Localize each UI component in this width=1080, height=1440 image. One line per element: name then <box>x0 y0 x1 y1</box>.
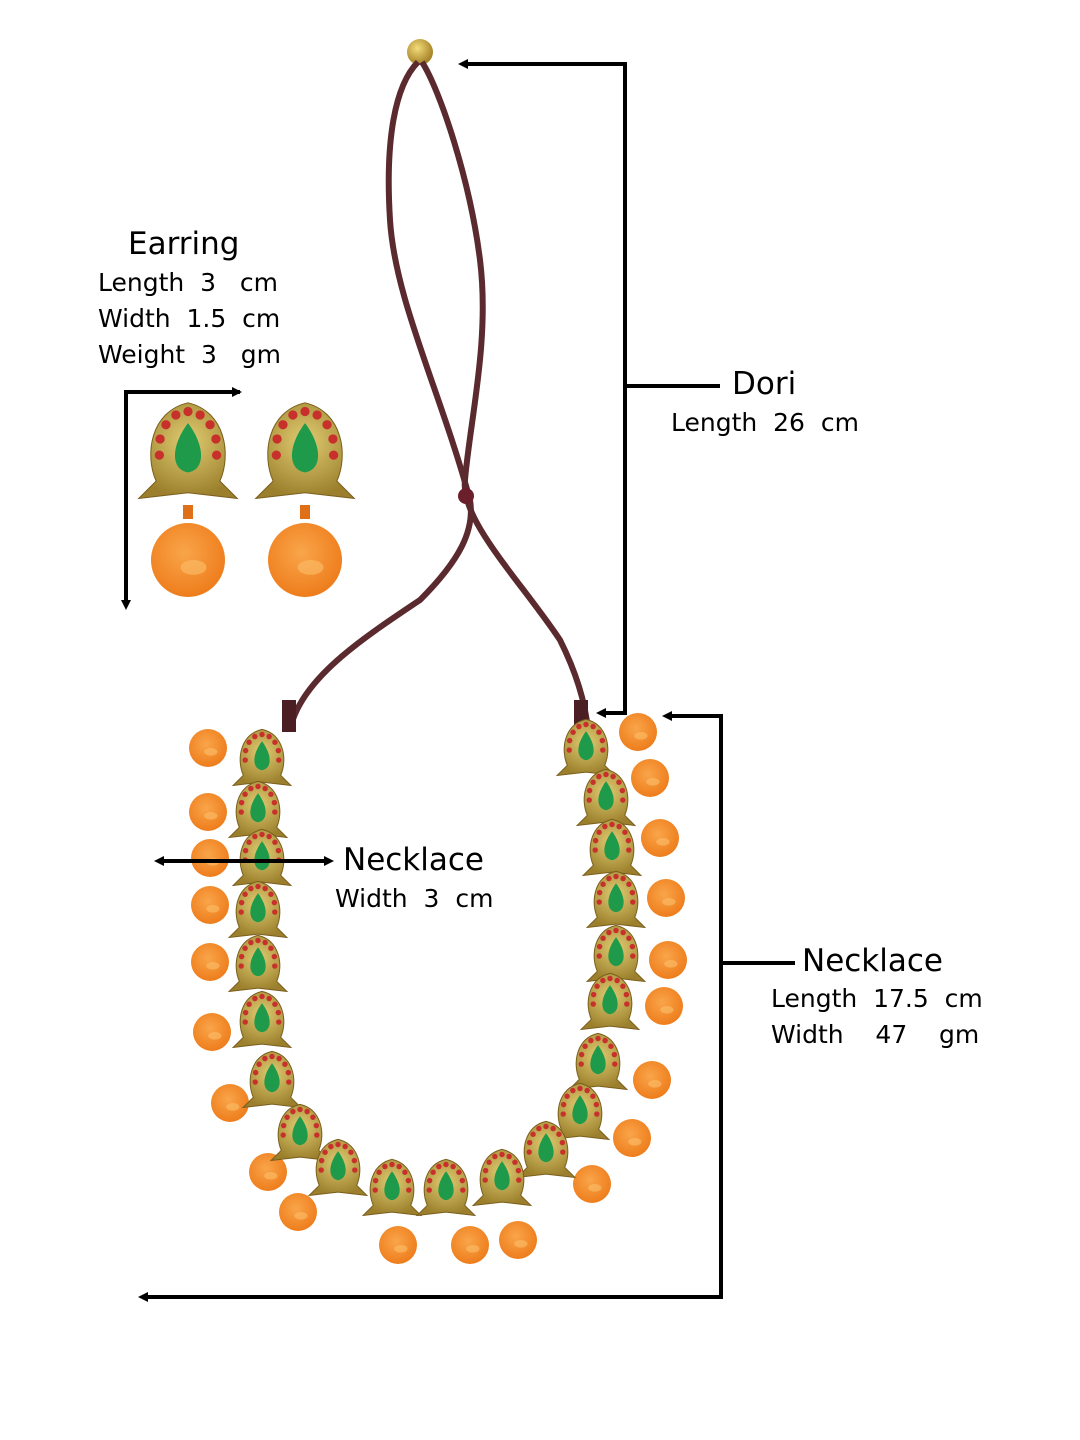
necklace-bead-left-7 <box>211 1084 249 1122</box>
necklace-motif-right-4 <box>585 870 647 929</box>
necklace-motif-left-5 <box>227 934 289 993</box>
necklace-motif-right-10 <box>471 1148 533 1207</box>
dori-gold-bead <box>407 39 433 65</box>
necklace-motif-right-7 <box>567 1032 629 1091</box>
earring-hook <box>300 505 310 519</box>
necklace-motif-right-11 <box>415 1158 477 1217</box>
necklace-width-value: Width 3 cm <box>335 884 494 913</box>
necklace-bead-left-1 <box>189 729 227 767</box>
necklace-bead-left-5 <box>191 943 229 981</box>
necklace-motif-right-9 <box>515 1120 577 1179</box>
necklace-motif-left-9 <box>307 1138 369 1197</box>
necklace-motif-left-1 <box>231 728 293 787</box>
necklace-motif-right-5 <box>585 924 647 983</box>
earring-pair <box>137 402 356 597</box>
necklace-bead-left-6 <box>193 1013 231 1051</box>
necklace-bead-left-8 <box>249 1153 287 1191</box>
necklace-bead-right-9 <box>573 1165 611 1203</box>
earring-title: Earring <box>128 226 240 262</box>
earring-drop-2 <box>268 523 342 597</box>
necklace-title: Necklace <box>802 943 943 979</box>
necklace <box>189 713 687 1264</box>
dori-length-arrow-bottom <box>596 386 627 718</box>
measurement-arrows <box>121 59 795 1302</box>
earring-weight: Weight 3 gm <box>98 340 281 369</box>
necklace-width-title: Necklace <box>343 842 484 878</box>
necklace-motif-left-10 <box>361 1158 423 1217</box>
necklace-bead-left-2 <box>189 793 227 831</box>
necklace-bead-left-10 <box>379 1226 417 1264</box>
necklace-motif-left-2 <box>227 780 289 839</box>
necklace-weight: Width 47 gm <box>771 1020 980 1049</box>
necklace-bead-right-1 <box>619 713 657 751</box>
necklace-motif-right-2 <box>575 768 637 827</box>
earring-stud-1 <box>137 402 239 500</box>
necklace-motif-right-3 <box>581 818 643 877</box>
necklace-motif-right-8 <box>549 1082 611 1141</box>
earring-width: Width 1.5 cm <box>98 304 281 333</box>
necklace-bead-right-10 <box>499 1221 537 1259</box>
necklace-bead-right-8 <box>613 1119 651 1157</box>
dori-length: Length 26 cm <box>671 408 859 437</box>
necklace-bead-right-3 <box>641 819 679 857</box>
necklace-motif-left-7 <box>241 1050 303 1109</box>
necklace-motif-left-6 <box>231 990 293 1049</box>
necklace-bead-left-3 <box>191 839 229 877</box>
dori-slider-bead <box>458 488 474 504</box>
necklace-motif-left-4 <box>227 880 289 939</box>
dori-end-left <box>282 700 296 732</box>
necklace-bead-left-4 <box>191 886 229 924</box>
necklace-bead-right-2 <box>631 759 669 797</box>
earring-hook <box>183 505 193 519</box>
earring-stud-2 <box>254 402 356 500</box>
necklace-motif-left-8 <box>269 1103 331 1162</box>
necklace-bead-left-9 <box>279 1193 317 1231</box>
dori-title: Dori <box>732 366 797 402</box>
necklace-length-arrow-top <box>662 711 723 963</box>
necklace-bead-right-5 <box>649 941 687 979</box>
necklace-length-arrow-bottom <box>138 963 723 1302</box>
necklace-motif-left-3 <box>231 828 293 887</box>
necklace-bead-right-7 <box>633 1061 671 1099</box>
earring-length: Length 3 cm <box>98 268 278 297</box>
necklace-bead-right-6 <box>645 987 683 1025</box>
necklace-motif-right-6 <box>579 972 641 1031</box>
necklace-motif-right-1 <box>555 718 617 777</box>
necklace-bead-right-11 <box>451 1226 489 1264</box>
necklace-bead-right-4 <box>647 879 685 917</box>
necklace-length: Length 17.5 cm <box>771 984 983 1013</box>
earring-drop-1 <box>151 523 225 597</box>
dori-length-arrow-top <box>458 59 627 386</box>
dori-cord <box>282 39 591 732</box>
